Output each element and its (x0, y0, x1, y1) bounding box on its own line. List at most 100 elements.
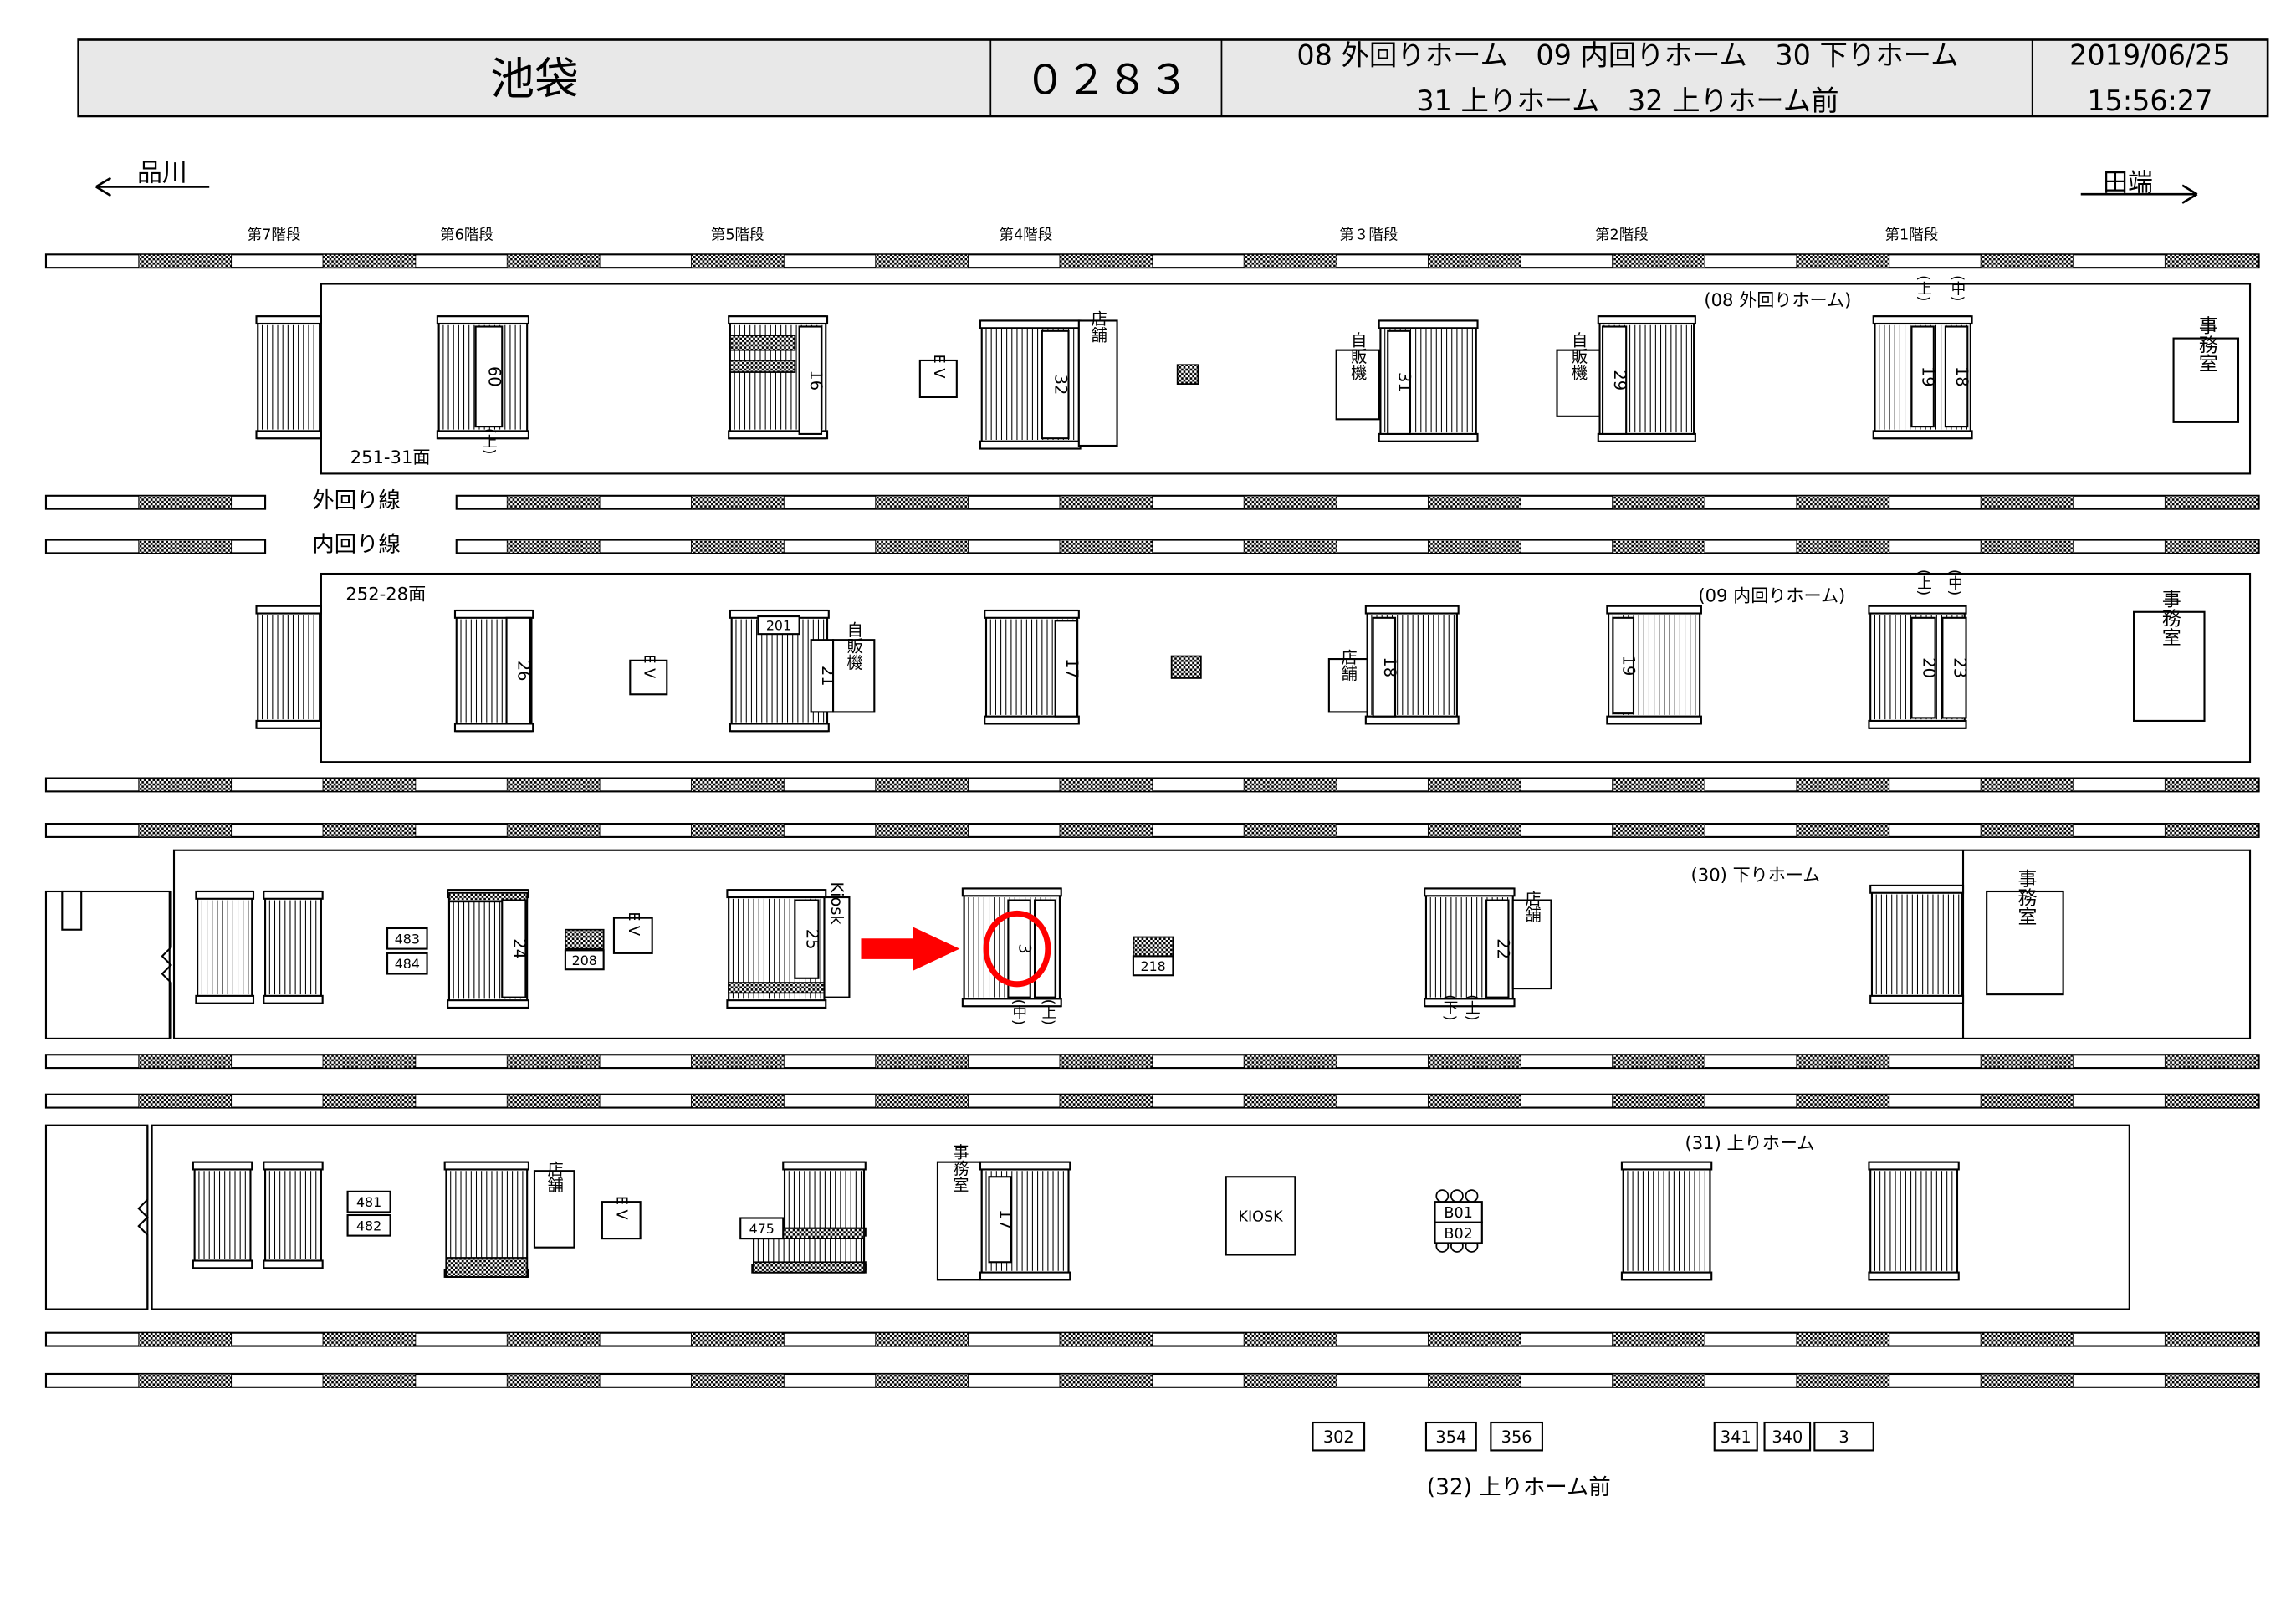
track-marker (322, 1094, 417, 1109)
pillar (753, 1261, 865, 1274)
track-marker (1243, 1094, 1337, 1109)
direction-right: 田端 (2080, 169, 2198, 204)
escalator-17-label: 17 (1062, 658, 1082, 679)
track-1 (44, 823, 2260, 838)
elevator-label: E V (640, 654, 657, 678)
station-office-label: 事務室 (950, 1144, 969, 1192)
track-marker (138, 1332, 233, 1346)
escalator-23: 23 (1941, 616, 1969, 719)
track-marker (1796, 823, 1890, 838)
track-marker (1980, 1332, 2074, 1346)
track-marker (1243, 1373, 1337, 1388)
direction-down: (下) (1441, 994, 1458, 1020)
escalator-24: 24 (501, 899, 529, 998)
track-marker (691, 253, 785, 268)
stair-number-label: 第6階段 (440, 227, 493, 244)
pillar (565, 928, 605, 950)
escalator-19-label: 19 (1619, 656, 1639, 677)
number-box-label: 482 (356, 1218, 381, 1233)
track-marker (2164, 1332, 2258, 1346)
escalator-26: 26 (505, 616, 534, 725)
highlight-marker (861, 910, 1051, 988)
platform-31-name: (31) 上りホーム (1685, 1132, 1815, 1153)
direction-up: (上) (480, 428, 497, 454)
stair (263, 1161, 324, 1269)
track-marker (875, 1332, 969, 1346)
track-marker (322, 1373, 417, 1388)
escalator-32: 32 (1041, 329, 1071, 440)
escalator-3-label: 3 (1015, 943, 1035, 953)
track-marker (1796, 1054, 1890, 1069)
number-box-label: 208 (572, 952, 597, 968)
shop: 店舗 (1511, 890, 1552, 990)
number-box-label: 340 (1772, 1427, 1803, 1447)
break-line (137, 1125, 149, 1310)
escalator-22-label: 22 (1493, 938, 1512, 959)
track-marker (1427, 539, 1521, 554)
track-marker (691, 1373, 785, 1388)
escalator-17: 17 (988, 1176, 1015, 1264)
number-box-label: 354 (1435, 1427, 1466, 1447)
escalator-29: 29 (1601, 325, 1629, 435)
track-marker (1059, 1332, 1153, 1346)
stair (192, 1161, 253, 1269)
track-marker (2164, 823, 2258, 838)
shop-label: 店舗 (545, 1161, 564, 1193)
locker-label: B02 (1444, 1226, 1472, 1243)
shop-label: 店舗 (1522, 890, 1542, 922)
arrow-right-icon (2080, 184, 2198, 204)
escalator-31: 31 (1387, 329, 1414, 435)
number-box: 3 (1813, 1421, 1874, 1452)
track-marker (138, 823, 233, 838)
vending-machine-label: 自販機 (1569, 332, 1588, 380)
elevator: E V (601, 1196, 642, 1240)
track-marker (1243, 778, 1337, 792)
number-box-label: 341 (1721, 1427, 1751, 1447)
shop-label: 店舗 (1338, 649, 1358, 682)
shop: 店舗 (1077, 310, 1118, 447)
platform-list-line2: 31 上りホーム 32 上りホーム前 (1416, 84, 1838, 117)
track-marker (1796, 539, 1890, 554)
pillar (729, 335, 796, 351)
track-marker (1612, 1373, 1705, 1388)
vending-machine: 自販機 (1556, 332, 1601, 417)
pillar (728, 982, 826, 994)
number-box-label: 483 (395, 931, 420, 947)
track-marker (1243, 823, 1337, 838)
station-name: 池袋 (490, 54, 579, 105)
track-marker (138, 495, 233, 510)
pillar (445, 1257, 529, 1278)
vending-machine: 自販機 (1335, 332, 1380, 421)
escalator-17: 17 (1054, 620, 1082, 718)
number-box-label: 302 (1323, 1427, 1354, 1447)
escalator-23-label: 23 (1950, 657, 1969, 678)
number-box-label: 201 (766, 618, 791, 634)
track-marker (875, 495, 969, 510)
track-marker (875, 823, 969, 838)
vending-machine-label: 自販機 (844, 621, 863, 670)
elevator-label: E V (625, 912, 642, 936)
track-marker (1980, 1054, 2074, 1069)
track-marker (1796, 1094, 1890, 1109)
stair (195, 890, 255, 1004)
platform-31-extension (44, 1124, 149, 1310)
track-marker (1612, 778, 1705, 792)
shop: 店舗 (533, 1161, 575, 1249)
track-marker (1427, 1373, 1521, 1388)
stair-number-label: 第5階段 (711, 227, 764, 244)
escalator-26-label: 26 (514, 661, 534, 682)
number-box: 481 (346, 1190, 391, 1213)
track-5 (44, 1372, 2260, 1388)
header-bar: 池袋 ０２８３ 08 外回りホーム 09 内回りホーム 30 下りホーム 31 … (77, 38, 2269, 118)
track-marker (506, 253, 601, 268)
track-marker (875, 253, 969, 268)
track-marker (1427, 823, 1521, 838)
track-marker (2164, 495, 2258, 510)
track-marker (691, 778, 785, 792)
escalator-18: 18 (1372, 616, 1399, 718)
number-box: 354 (1424, 1421, 1477, 1452)
number-box-label: 475 (749, 1221, 775, 1237)
track-marker (1059, 778, 1153, 792)
locker: B01 (1434, 1201, 1483, 1223)
